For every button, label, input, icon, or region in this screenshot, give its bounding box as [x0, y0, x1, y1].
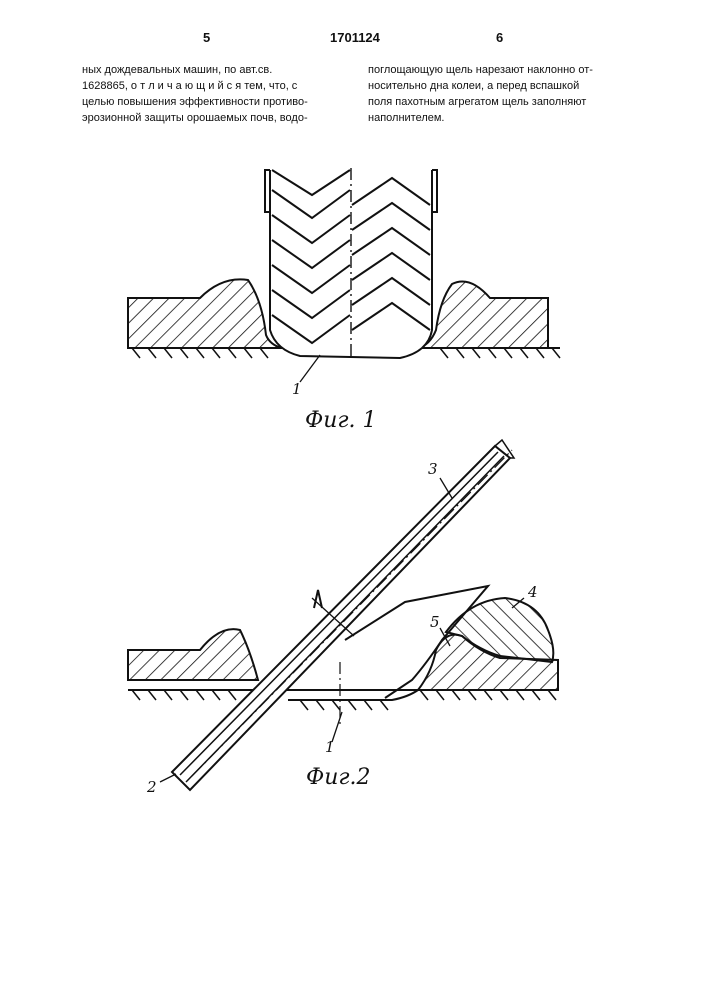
figure-2: 1 2 3 4 5 Фиг.2: [128, 440, 558, 796]
label-5-fig2: 5: [430, 613, 440, 631]
figure-2-caption: Фиг.2: [306, 765, 371, 790]
label-4-fig2: 4: [527, 583, 538, 601]
label-3-fig2: 3: [428, 460, 438, 478]
label-1-fig2: 1: [325, 738, 335, 756]
leader-1-fig1: [300, 355, 320, 382]
figure-1-caption: Фиг. 1: [305, 408, 377, 433]
soil-left-fig2: [128, 629, 258, 680]
leader-2-fig2: [160, 774, 176, 782]
label-1-fig1: 1: [292, 380, 302, 398]
label-2-fig2: 2: [146, 778, 157, 796]
soil-right-fig1: [418, 281, 548, 348]
knife-inner-line-a: [180, 452, 498, 775]
figure-1: 1 Фиг. 1: [128, 168, 560, 433]
rotation-arrow-icon: [314, 590, 322, 608]
soil-left-fig1: [128, 279, 282, 348]
slot-bottom-fig2: [288, 690, 418, 700]
